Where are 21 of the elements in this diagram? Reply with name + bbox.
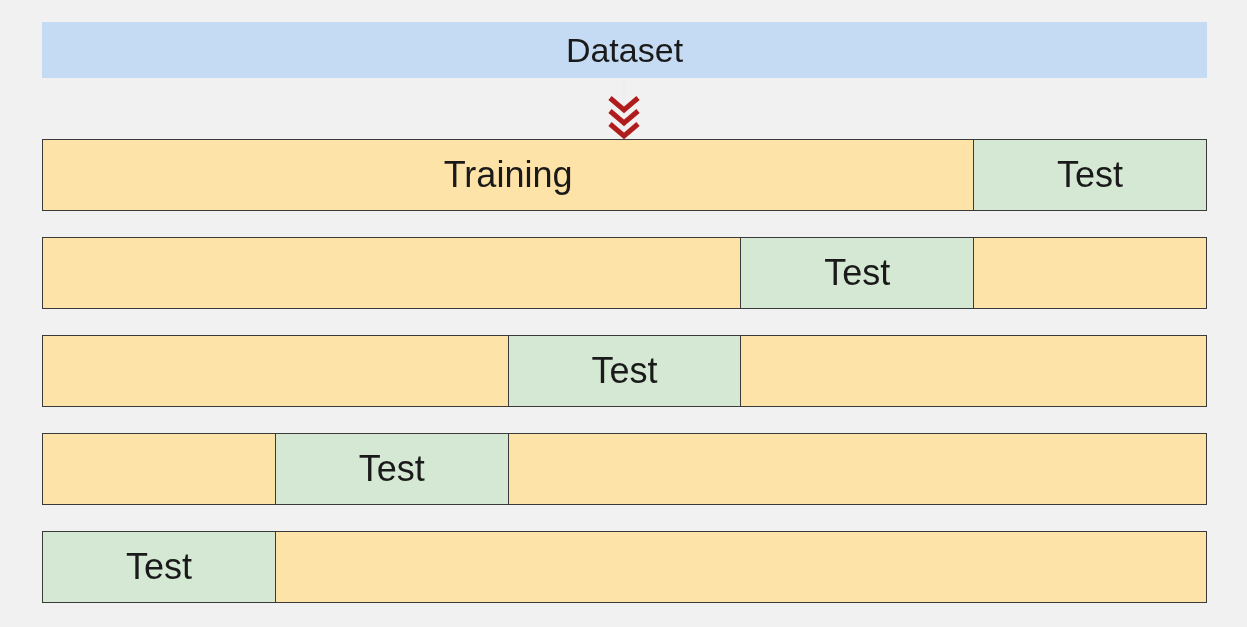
segment-label: Training xyxy=(443,153,573,197)
test-segment xyxy=(507,335,742,407)
segment-label: Test xyxy=(824,251,891,295)
training-segment xyxy=(740,335,1207,407)
training-segment xyxy=(507,433,1207,505)
test-segment xyxy=(973,139,1207,211)
segment-label: Dataset xyxy=(565,29,684,71)
training-segment xyxy=(973,237,1207,309)
test-segment xyxy=(740,237,975,309)
test-segment xyxy=(42,531,276,603)
training-segment xyxy=(42,335,509,407)
segment-label: Test xyxy=(125,545,192,589)
test-segment xyxy=(274,433,509,505)
training-segment xyxy=(42,433,276,505)
segment-label: Test xyxy=(358,447,425,491)
training-segment xyxy=(42,237,742,309)
training-segment xyxy=(42,139,975,211)
segment-label: Test xyxy=(1057,153,1124,197)
training-segment xyxy=(274,531,1207,603)
dataset-bar xyxy=(42,22,1207,78)
segment-label: Test xyxy=(591,349,658,393)
